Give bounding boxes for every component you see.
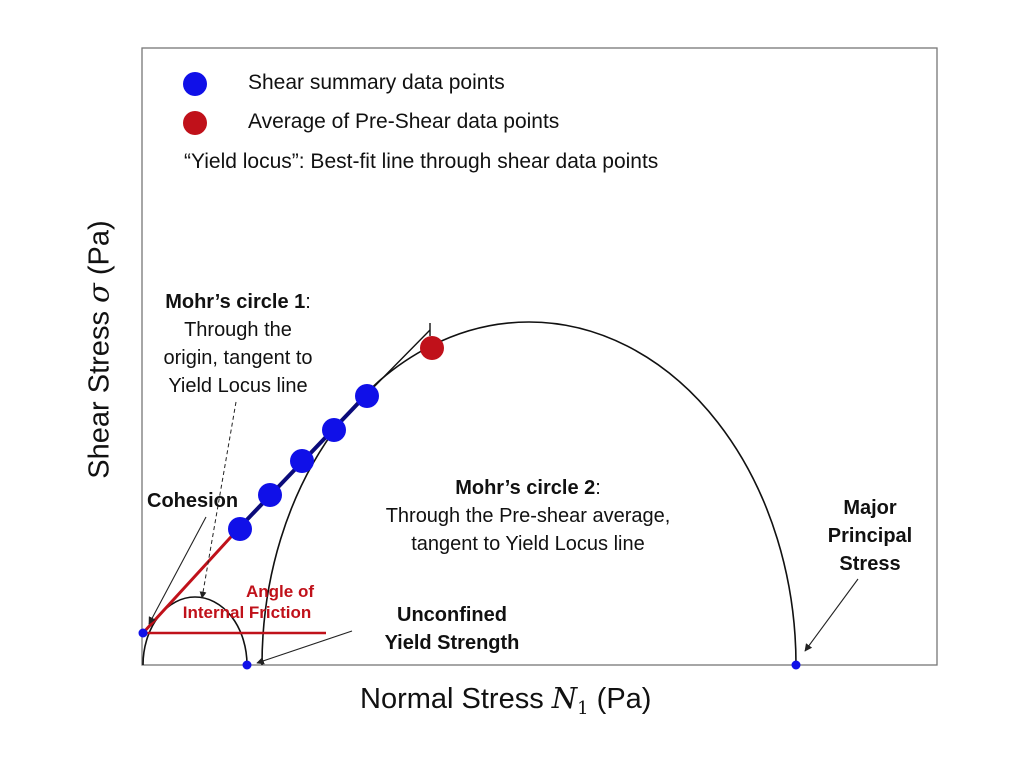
shear-data-point — [322, 418, 346, 442]
mohr2-title: Mohr’s circle 2 — [455, 477, 596, 499]
x-axis-symbol: N1 — [551, 681, 589, 719]
shear-data-point — [355, 384, 379, 408]
x-axis-subscript: 1 — [577, 698, 589, 719]
x-axis-text: Normal Stress — [360, 683, 544, 715]
legend-shear-label: Shear summary data points — [248, 71, 505, 94]
shear-data-point — [258, 483, 282, 507]
mohr-circle-1 — [142, 596, 248, 666]
y-axis-unit: (Pa) — [83, 220, 116, 276]
unconfined-line: Yield Strength — [384, 632, 520, 654]
major-principal-label: Major Principal Stress — [812, 494, 928, 578]
preshear-average-point — [420, 336, 444, 360]
unconfined-yield-dot — [242, 660, 252, 670]
mohr1-line: origin, tangent to — [163, 347, 313, 369]
angle-line: Angle of — [246, 582, 314, 601]
y-axis-label: Shear Stress σ (Pa) — [82, 195, 117, 505]
major-line: Major — [843, 497, 897, 519]
legend-preshear-label: Average of Pre-Shear data points — [248, 110, 560, 133]
yield-locus-extension — [141, 525, 242, 635]
yield-locus-thin-extension — [366, 329, 431, 395]
legend-yield-locus-note: “Yield locus”: Best-fit line through she… — [184, 150, 659, 173]
x-axis-symbol-letter: N — [551, 681, 578, 715]
mohr1-line: Yield Locus line — [168, 375, 308, 397]
mohr2-line: tangent to Yield Locus line — [411, 533, 645, 555]
angle-of-friction-label: Angle of Internal Friction — [170, 581, 324, 623]
mohr2-line: Through the Pre-shear average, — [385, 505, 671, 527]
angle-line: Internal Friction — [182, 603, 312, 622]
unconfined-yield-label: Unconfined Yield Strength — [362, 601, 542, 657]
mohr1-line: Through the — [184, 319, 292, 341]
plot-frame — [141, 47, 938, 666]
mohr-circle-2 — [261, 321, 797, 666]
y-axis-text: Shear Stress — [83, 311, 116, 479]
major-principal-dot — [791, 660, 801, 670]
cohesion-arrow-icon — [148, 516, 207, 625]
shear-data-point — [290, 449, 314, 473]
y-axis-symbol: σ — [81, 283, 116, 303]
cohesion-dot — [138, 628, 148, 638]
unconfined-arrow-icon — [256, 630, 353, 665]
legend-blue-marker-icon — [183, 72, 207, 96]
legend-red-marker-icon — [183, 111, 207, 135]
mohr2-annotation: Mohr’s circle 2: Through the Pre-shear a… — [348, 474, 708, 558]
cohesion-label: Cohesion — [147, 490, 239, 512]
shear-data-point — [228, 517, 252, 541]
mohr1-pointer-arrow-icon — [199, 401, 237, 599]
mohr1-annotation: Mohr’s circle 1: Through the origin, tan… — [140, 288, 336, 400]
mohr1-title: Mohr’s circle 1 — [165, 291, 306, 313]
x-axis-label: Normal Stress N1 (Pa) — [360, 681, 651, 719]
major-principal-arrow-icon — [804, 578, 859, 652]
major-line: Stress — [839, 553, 901, 575]
x-axis-unit: (Pa) — [596, 683, 652, 715]
unconfined-line: Unconfined — [397, 604, 507, 626]
major-line: Principal — [827, 525, 913, 547]
